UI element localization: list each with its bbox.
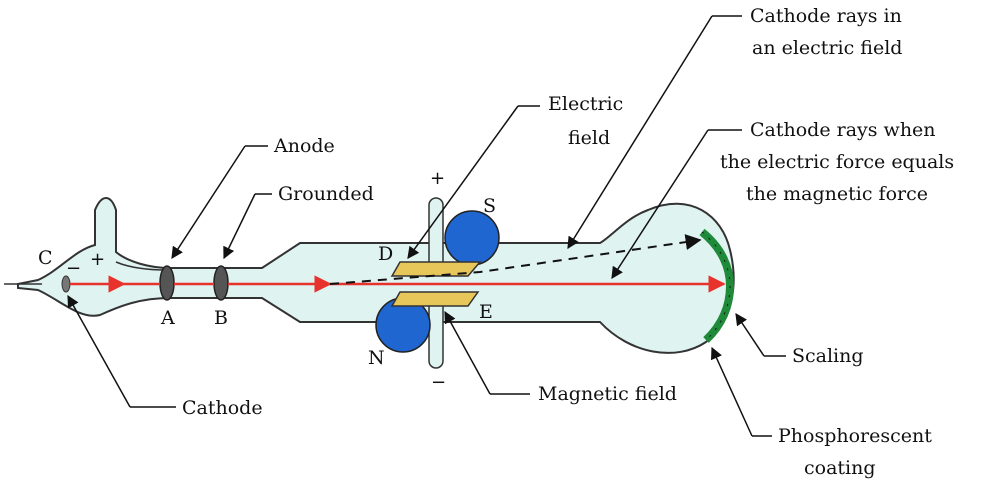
label-d: D — [378, 243, 393, 265]
glass-tube — [17, 196, 735, 354]
callout-rays-equal-3: the magnetic force — [746, 183, 928, 205]
plate-e — [390, 291, 480, 307]
magnet-south — [444, 210, 500, 266]
callout-coating-2: coating — [804, 457, 876, 479]
electrode-b — [213, 265, 229, 301]
label-plate-top-sign: + — [430, 168, 445, 189]
upper-plate-stem — [428, 197, 444, 269]
beam-deflected — [329, 234, 702, 285]
callout-rays-electric-1: Cathode rays in — [750, 5, 902, 27]
callout-scaling: Scaling — [792, 345, 864, 367]
callout-magnetic-field: Magnetic field — [538, 383, 677, 405]
label-e: E — [479, 301, 493, 323]
label-b: B — [214, 307, 228, 329]
label-a: A — [160, 307, 175, 329]
label-s: S — [483, 195, 496, 217]
label-c: C — [38, 247, 53, 269]
label-anode-sign: + — [90, 249, 105, 270]
label-n: N — [368, 347, 385, 369]
callout-rays-equal-1: Cathode rays when — [750, 119, 936, 141]
anode-wire — [115, 261, 166, 271]
callout-anode: Anode — [273, 135, 335, 157]
electrode-a — [159, 265, 175, 301]
callout-grounded: Grounded — [278, 183, 374, 205]
label-plate-bottom-sign: − — [431, 372, 446, 393]
lower-plate-stem — [428, 295, 444, 369]
label-cathode-sign: − — [66, 258, 81, 279]
plate-d — [390, 261, 482, 277]
scaling-marks — [701, 231, 731, 341]
callout-coating-1: Phosphorescent — [778, 425, 932, 447]
callout-electric-field-1: Electric — [548, 93, 623, 115]
callout-rays-electric-2: an electric field — [752, 37, 902, 59]
callout-cathode: Cathode — [182, 397, 263, 419]
callout-electric-field-2: field — [568, 127, 610, 149]
callout-rays-equal-2: the electric force equals — [720, 151, 954, 173]
